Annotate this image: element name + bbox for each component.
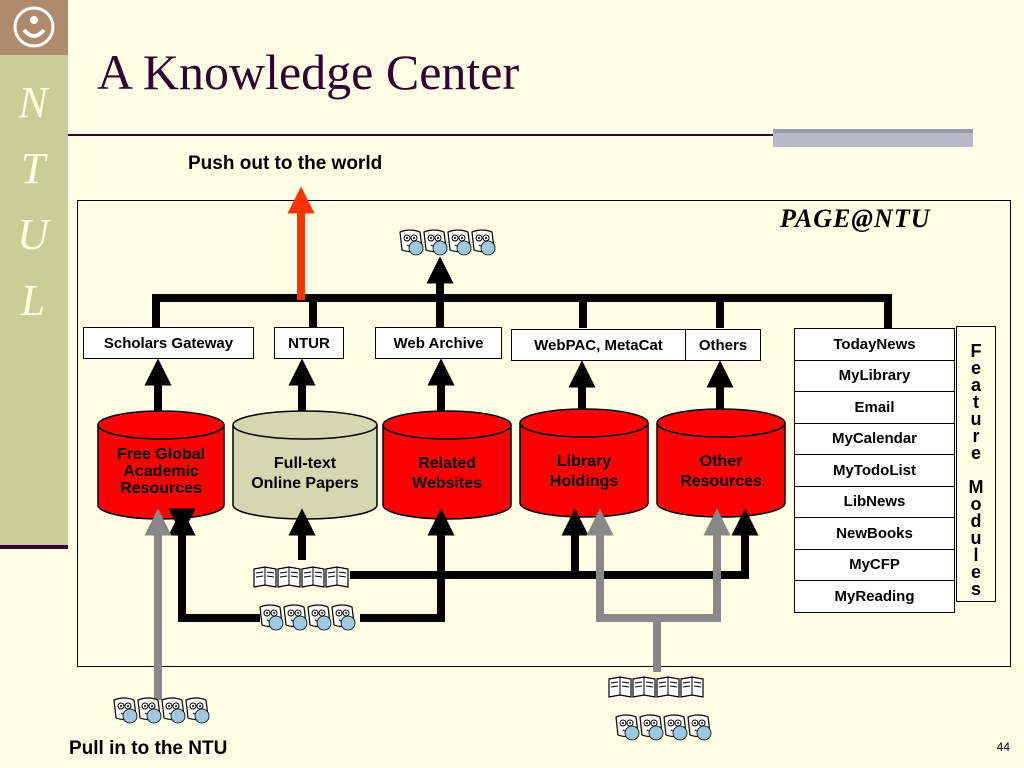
source-other: Other Resources: [680, 453, 762, 490]
users-icon-bottom-right: [615, 714, 712, 741]
cylinder-free-global: [97, 410, 225, 520]
feature-module-item: MyLibrary: [794, 360, 955, 392]
source-library: Library Holdings: [549, 453, 619, 490]
service-web-archive: Web Archive: [375, 327, 502, 359]
feature-module-item: TodayNews: [794, 328, 955, 361]
pull-label: Pull in to the NTU: [69, 738, 228, 759]
feature-module-item: MyCFP: [794, 549, 955, 581]
sidebar-divider: [0, 545, 68, 549]
cylinder-library: [519, 408, 649, 518]
books-icon-bottom-right: [608, 676, 704, 698]
logo: [0, 0, 68, 55]
sidebar-letters: N T U L: [8, 70, 58, 334]
feature-module-item: MyReading: [794, 581, 955, 613]
service-webpac: WebPAC, MetaCat: [511, 329, 686, 361]
feature-module-list: TodayNews MyLibrary Email MyCalendar MyT…: [794, 328, 955, 613]
page-title: A Knowledge Center: [97, 44, 520, 100]
title-divider: [68, 134, 773, 136]
feature-modules-label: F e a t u r e M o d u l e s: [956, 326, 996, 602]
service-scholars-gateway: Scholars Gateway: [83, 327, 254, 359]
source-fulltext: Full-text Online Papers: [251, 455, 359, 492]
feature-module-item: MyCalendar: [794, 423, 955, 455]
page-number: 44: [996, 740, 1010, 754]
push-label: Push out to the world: [188, 153, 383, 174]
service-ntur: NTUR: [274, 327, 344, 359]
feature-module-item: LibNews: [794, 486, 955, 518]
sidebar: [0, 55, 68, 545]
users-icon-middle: [259, 604, 356, 631]
cylinder-other: [656, 408, 786, 518]
feature-module-item: Email: [794, 392, 955, 424]
sidebar-letter: T: [20, 144, 46, 193]
portal-frame: [77, 200, 1011, 667]
sidebar-letter: U: [17, 210, 49, 259]
users-icon-top: [399, 229, 496, 256]
cylinder-fulltext: [232, 410, 378, 520]
sidebar-letter: N: [18, 78, 48, 127]
sidebar-letter: L: [20, 276, 46, 325]
feature-module-item: MyTodoList: [794, 455, 955, 487]
service-others: Others: [685, 329, 761, 361]
logo-icon: [13, 6, 55, 48]
users-icon-bottom-left: [113, 697, 210, 724]
feature-module-item: NewBooks: [794, 518, 955, 550]
cylinder-related: [382, 410, 512, 520]
title-divider-accent: [773, 129, 973, 147]
source-free-global: Free Global Academic Resources: [116, 446, 206, 497]
books-icon-middle: [253, 566, 349, 588]
source-related: Related Websites: [412, 455, 482, 492]
portal-label: PAGE@NTU: [780, 204, 931, 233]
